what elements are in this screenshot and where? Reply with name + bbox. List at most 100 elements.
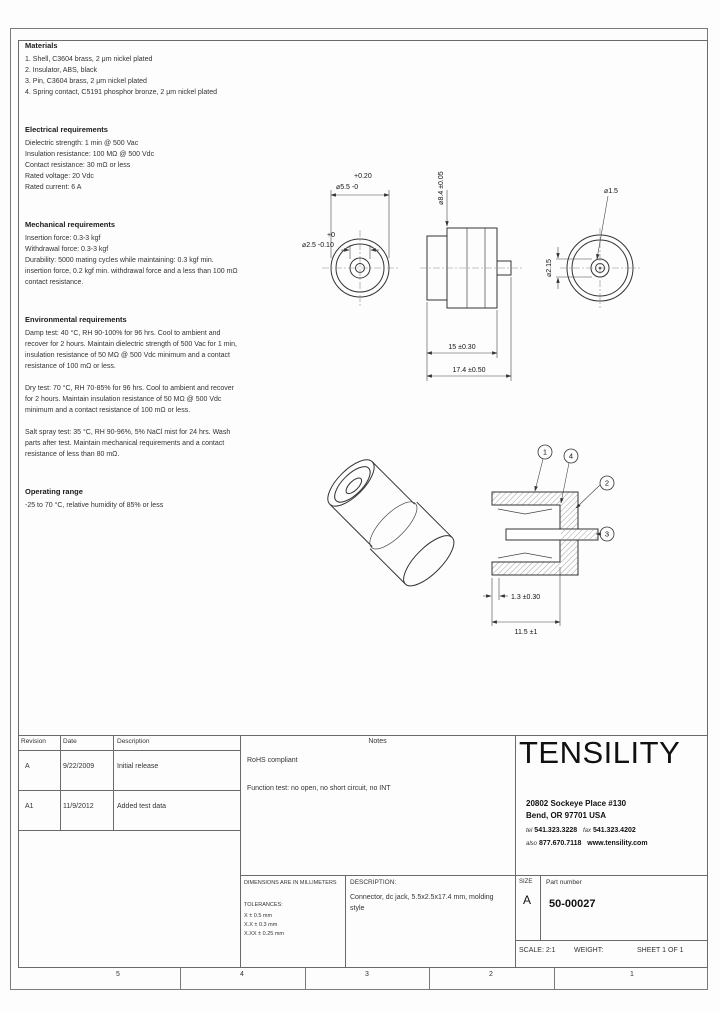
date-cell: 9/22/2009 xyxy=(63,763,95,770)
dim-label-215: ⌀2.15 xyxy=(546,259,553,277)
revision-header: Revision xyxy=(21,738,46,745)
operating-line: -25 to 70 °C, relative humidity of 85% o… xyxy=(25,502,164,509)
balloon-3-label: 3 xyxy=(605,530,609,539)
zone-tick xyxy=(180,968,181,990)
date-cell: 11/9/2012 xyxy=(63,803,94,810)
inner-border xyxy=(18,40,708,968)
table-line xyxy=(18,750,240,751)
tolerance-line: X.XX ± 0.25 mm xyxy=(244,931,285,937)
zone-number: 4 xyxy=(240,971,244,978)
balloon-4 xyxy=(563,448,579,464)
section-view: 1 4 2 3 1.3 ±0.30 11.5 ±1 xyxy=(483,444,615,636)
section-environmental: Environmental requirements Damp test: 40… xyxy=(25,315,238,460)
tolerance-line: X ± 0.5 mm xyxy=(244,913,273,919)
electrical-line: Insulation resistance: 100 MΩ @ 500 Vdc xyxy=(25,151,155,158)
fax-number: 541.323.4202 xyxy=(592,827,636,834)
table-line xyxy=(240,735,241,968)
revision-cell: A xyxy=(25,763,30,770)
salt-spray-paragraph: Salt spray test: 35 °C, RH 90-96%, 5% Na… xyxy=(25,429,231,458)
spec-column: Materials 1. Shell, C3604 brass, 2 μm ni… xyxy=(25,41,238,538)
table-line xyxy=(540,875,541,940)
balloon-4-label: 4 xyxy=(569,452,573,461)
zone-number: 3 xyxy=(365,971,369,978)
dim-label-13: 1.3 ±0.30 xyxy=(511,594,540,601)
tolerances-title: TOLERANCES: xyxy=(244,902,283,908)
dry-test-paragraph: Dry test: 70 °C, RH 70-85% for 96 hrs. C… xyxy=(25,385,235,414)
balloon-2-label: 2 xyxy=(605,479,609,488)
table-line xyxy=(345,875,346,968)
sheet-label: SHEET 1 OF 1 xyxy=(637,947,684,954)
environmental-title: Environmental requirements xyxy=(25,315,127,324)
section-operating-range: Operating range -25 to 70 °C, relative h… xyxy=(25,487,238,511)
note-line: RoHS compliant xyxy=(247,757,298,764)
tel-number: 541.323.3228 xyxy=(534,827,578,834)
rear-view xyxy=(560,228,640,308)
dim-label-84: ⌀8.4 ±0.05 xyxy=(438,171,445,204)
company-phone-line: tel 541.323.3228 fax 541.323.4202 xyxy=(526,824,636,838)
operating-title: Operating range xyxy=(25,487,83,496)
size-value: A xyxy=(523,893,532,907)
zone-tick xyxy=(429,968,430,990)
dim-label-25-tol: +0 xyxy=(327,232,335,239)
side-view xyxy=(420,227,523,309)
perspective-view xyxy=(327,459,455,587)
materials-item: 3. Pin, C3604 brass, 2 μm nickel plated xyxy=(25,78,147,85)
table-line xyxy=(113,735,114,830)
website-text: www.tensility.com xyxy=(587,840,648,847)
materials-item: 4. Spring contact, C5191 phosphor bronze… xyxy=(25,89,217,96)
toll-number: 877.670.7118 xyxy=(538,840,582,847)
company-logo: TENSILITY xyxy=(519,735,681,770)
section-mechanical: Mechanical requirements Insertion force:… xyxy=(25,220,238,288)
spring-contact-top xyxy=(497,508,553,515)
description-label: DESCRIPTION: xyxy=(350,879,397,886)
toll-label: also xyxy=(526,841,538,847)
dimensions-note: DIMENSIONS ARE IN MILLIMETERS xyxy=(244,880,337,886)
tolerance-line: X.X ± 0.3 mm xyxy=(244,922,278,928)
table-line xyxy=(515,940,708,941)
weight-label: WEIGHT: xyxy=(574,947,604,954)
electrical-line: Dielectric strength: 1 min @ 500 Vac xyxy=(25,140,139,147)
dim-label-174: 17.4 ±0.50 xyxy=(452,367,485,374)
description-header: Description xyxy=(117,738,150,745)
mechanical-line: Withdrawal force: 0.3-3 kgf xyxy=(25,246,109,253)
tel-label: tel xyxy=(526,828,533,834)
dim-label-15: 15 ±0.30 xyxy=(448,344,475,351)
description-cell: Added test data xyxy=(117,803,167,810)
dim-label-115: 11.5 ±1 xyxy=(515,629,538,636)
rear-view-dimensions: ⌀2.15 ⌀1.5 xyxy=(546,188,618,289)
zone-tick xyxy=(554,968,555,990)
table-line xyxy=(18,735,708,736)
section-materials: Materials 1. Shell, C3604 brass, 2 μm ni… xyxy=(25,41,238,98)
front-view xyxy=(322,230,398,306)
front-view-dimensions: +0.20 ⌀5.5 -0 +0 ⌀2.5 -0.10 xyxy=(302,173,390,259)
section-electrical: Electrical requirements Dielectric stren… xyxy=(25,125,238,193)
spring-contact-bottom xyxy=(497,552,553,559)
electrical-line: Rated voltage: 20 Vdc xyxy=(25,173,94,180)
scale-label: SCALE: 2:1 xyxy=(519,947,556,954)
table-line xyxy=(60,735,61,830)
zone-tick xyxy=(305,968,306,990)
zone-number: 2 xyxy=(489,971,493,978)
balloon-1-label: 1 xyxy=(543,448,547,457)
materials-item: 2. Insulator, ABS, black xyxy=(25,67,97,74)
side-view-dimensions: ⌀8.4 ±0.05 15 ±0.30 17.4 ±0.50 xyxy=(426,171,512,381)
table-line xyxy=(515,735,516,968)
size-label: SIZE xyxy=(519,879,533,885)
company-web-line: also 877.670.7118 www.tensility.com xyxy=(526,837,648,851)
table-line xyxy=(240,875,708,876)
electrical-title: Electrical requirements xyxy=(25,125,108,134)
notes-title: Notes xyxy=(368,738,387,745)
dim-label-25: ⌀2.5 -0.10 xyxy=(302,242,334,249)
dim-label-55-tol: +0.20 xyxy=(354,173,372,180)
electrical-line: Rated current: 6 A xyxy=(25,184,82,191)
part-number-label: Part number xyxy=(546,879,582,886)
dim-label-55: ⌀5.5 -0 xyxy=(336,184,358,191)
company-address-line1: 20802 Sockeye Place #130 xyxy=(526,799,627,808)
table-line xyxy=(18,790,240,791)
table-line xyxy=(18,830,240,831)
mechanical-line: Insertion force: 0.3-3 kgf xyxy=(25,235,101,242)
mechanical-durability: Durability: 5000 mating cycles while mai… xyxy=(25,257,238,286)
balloon-2 xyxy=(599,475,615,491)
zone-number: 1 xyxy=(630,971,634,978)
